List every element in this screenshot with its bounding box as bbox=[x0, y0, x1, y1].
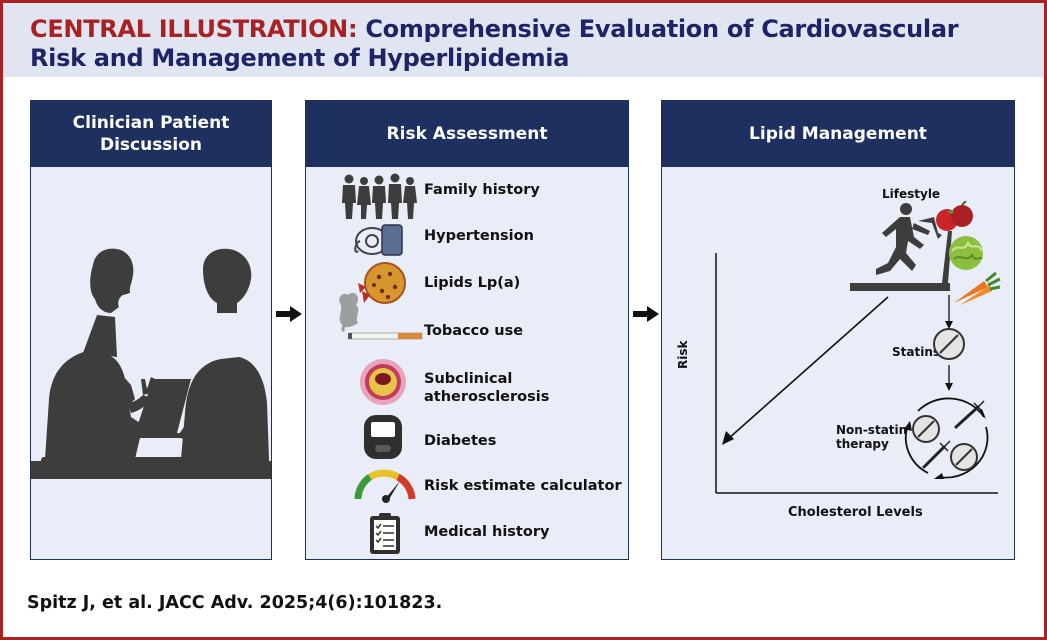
nonstatin-label-line2: therapy bbox=[836, 437, 889, 451]
cigarette-icon bbox=[339, 292, 423, 340]
risk-item-medical-history: Medical history bbox=[424, 524, 550, 540]
risk-item-subclinical-atherosclerosis: Subclinical atherosclerosis bbox=[424, 370, 549, 406]
nonstatin-label-line1: Non-statin bbox=[836, 423, 908, 437]
carrot-icon bbox=[954, 271, 1001, 305]
arrow-right-icon bbox=[276, 306, 302, 322]
risk-item-subclinical-line2: atherosclerosis bbox=[424, 389, 550, 405]
risk-item-lipids: Lipids Lp(a) bbox=[424, 275, 521, 291]
artery-cross-section-icon bbox=[360, 359, 406, 405]
discussion-heading-line1: Clinician Patient bbox=[72, 113, 230, 133]
title-lead: CENTRAL ILLUSTRATION: bbox=[30, 15, 358, 43]
lifestyle-label: Lifestyle bbox=[882, 187, 941, 201]
arrow-right-icon bbox=[633, 306, 659, 322]
figure-title: CENTRAL ILLUSTRATION: Comprehensive Eval… bbox=[30, 15, 1020, 73]
title-bar: CENTRAL ILLUSTRATION: Comprehensive Eval… bbox=[3, 3, 1044, 77]
discussion-panel: Clinician Patient Discussion bbox=[30, 100, 272, 560]
statin-pill-icon bbox=[933, 328, 965, 360]
clipboard-checklist-icon bbox=[370, 513, 400, 554]
glucose-meter-icon bbox=[364, 415, 402, 459]
risk-item-diabetes: Diabetes bbox=[424, 433, 497, 449]
risk-assessment-panel: Risk Assessment Family history Hypertens… bbox=[305, 100, 629, 560]
risk-item-tobacco: Tobacco use bbox=[424, 323, 524, 339]
y-axis-label: Risk bbox=[676, 340, 690, 369]
citation: Spitz J, et al. JACC Adv. 2025;4(6):1018… bbox=[27, 593, 443, 613]
risk-item-family-history: Family history bbox=[424, 182, 540, 198]
risk-heading: Risk Assessment bbox=[306, 101, 628, 167]
lipid-particle-icon bbox=[358, 262, 406, 304]
treadmill-runner-icon bbox=[850, 203, 952, 291]
clinician-patient-silhouette-icon bbox=[31, 248, 271, 479]
risk-item-risk-calculator: Risk estimate calculator bbox=[424, 478, 622, 494]
gauge-icon bbox=[354, 469, 416, 503]
risk-cholesterol-axes bbox=[715, 253, 998, 494]
title-text: Comprehensive Evaluation of Cardiovascul… bbox=[30, 15, 959, 72]
lipid-management-panel: Lipid Management Risk Cholesterol Levels… bbox=[661, 100, 1015, 560]
discussion-heading: Clinician Patient Discussion bbox=[31, 101, 271, 167]
statins-label: Statins bbox=[892, 345, 941, 359]
discussion-heading-line2: Discussion bbox=[99, 135, 203, 155]
family-silhouettes-icon bbox=[342, 173, 417, 219]
x-axis-label: Cholesterol Levels bbox=[788, 505, 923, 520]
risk-item-subclinical-line1: Subclinical bbox=[424, 371, 513, 387]
blood-pressure-cuff-icon bbox=[354, 224, 403, 256]
risk-item-hypertension: Hypertension bbox=[424, 228, 534, 244]
apple-icon bbox=[936, 201, 973, 231]
nonstatin-label: Non-statin therapy bbox=[836, 423, 907, 451]
non-statin-cycle-icon bbox=[904, 397, 989, 479]
lettuce-icon bbox=[949, 236, 983, 270]
lipid-heading: Lipid Management bbox=[662, 101, 1014, 167]
